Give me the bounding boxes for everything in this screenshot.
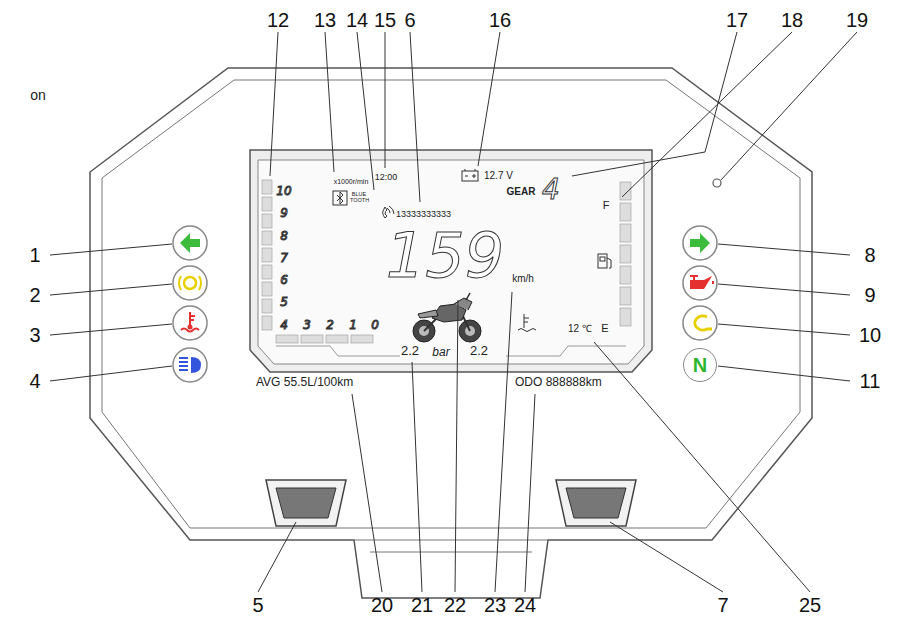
display-text: bar xyxy=(432,346,449,358)
callout-number: 22 xyxy=(444,595,466,615)
indicator-letter: N xyxy=(693,355,707,375)
housing xyxy=(90,68,812,598)
lcd-trim xyxy=(276,346,626,356)
callout-number: 13 xyxy=(314,10,336,30)
lcd-digits: 3 xyxy=(303,319,311,331)
callout-number: 10 xyxy=(859,325,881,345)
callout-number: 16 xyxy=(489,10,511,30)
lcd-digits: 1 xyxy=(349,319,357,331)
callout-number: 19 xyxy=(846,10,868,30)
callout-number: 2 xyxy=(29,285,40,305)
left-indicators xyxy=(173,226,207,382)
lcd-digits: 8 xyxy=(280,230,288,242)
lcd-screen xyxy=(258,160,644,364)
right-indicators xyxy=(683,226,717,340)
callout-number: 7 xyxy=(717,595,728,615)
indicator-circle: N xyxy=(683,348,717,382)
buttons xyxy=(266,480,636,526)
lcd-digits: 4 xyxy=(542,176,560,204)
screen-icons xyxy=(333,169,611,332)
display-text: GEAR xyxy=(507,187,536,197)
display-text: 13333333333 xyxy=(396,210,451,219)
display-text: BLUE TOOTH xyxy=(350,192,368,204)
display-text: on xyxy=(30,88,46,102)
lcd-digits: 159 xyxy=(386,225,504,287)
fuel-bars xyxy=(620,182,631,326)
display-text: 12:00 xyxy=(375,173,398,182)
motorcycle-picture xyxy=(413,293,481,342)
callout-number: 11 xyxy=(860,371,881,391)
display-text: km/h xyxy=(512,274,534,284)
callout-number: 24 xyxy=(514,595,536,615)
callout-number: 6 xyxy=(404,10,415,30)
housing-inner-edge xyxy=(102,80,800,528)
display-text: 2.2 xyxy=(401,344,419,357)
lcd-digits: 2 xyxy=(326,319,334,331)
display-text: E xyxy=(601,323,608,334)
display-text: x1000r/min xyxy=(334,178,369,185)
tach-bars xyxy=(262,180,373,343)
callout-number: 23 xyxy=(484,595,506,615)
display-text: ODO 888888km xyxy=(515,376,602,388)
callout-number: 8 xyxy=(864,245,875,265)
callout-number: 14 xyxy=(346,10,368,30)
callout-number: 18 xyxy=(781,10,803,30)
light-sensor xyxy=(713,179,721,187)
callout-number: 20 xyxy=(371,595,393,615)
callout-number: 12 xyxy=(267,10,289,30)
callout-number: 15 xyxy=(374,10,396,30)
callout-number: 5 xyxy=(252,595,263,615)
lcd-digits: 6 xyxy=(280,274,288,286)
display-text: 12.7 V xyxy=(484,171,513,181)
display-text: F xyxy=(603,200,610,211)
callout-number: 3 xyxy=(29,325,40,345)
lcd-digits: 0 xyxy=(371,319,379,331)
lcd-digits: 5 xyxy=(280,296,288,308)
callout-number: 25 xyxy=(799,595,821,615)
callout-number: 4 xyxy=(29,371,40,391)
callout-number: 21 xyxy=(411,595,433,615)
lcd-digits: 10 xyxy=(276,185,291,197)
callout-number: 17 xyxy=(726,10,748,30)
display-text: 2.2 xyxy=(470,344,488,357)
screen-bezel xyxy=(250,150,652,372)
leader-lines xyxy=(50,32,857,592)
display-text: 12 ℃ xyxy=(568,324,592,334)
lcd-digits: 4 xyxy=(280,319,288,331)
lcd-digits: 9 xyxy=(280,207,288,219)
display-text: AVG 55.5L/100km xyxy=(256,376,353,388)
lcd-digits: 7 xyxy=(280,252,288,264)
callout-number: 9 xyxy=(864,285,875,305)
housing-chin xyxy=(354,540,548,552)
callout-number: 1 xyxy=(29,245,40,265)
